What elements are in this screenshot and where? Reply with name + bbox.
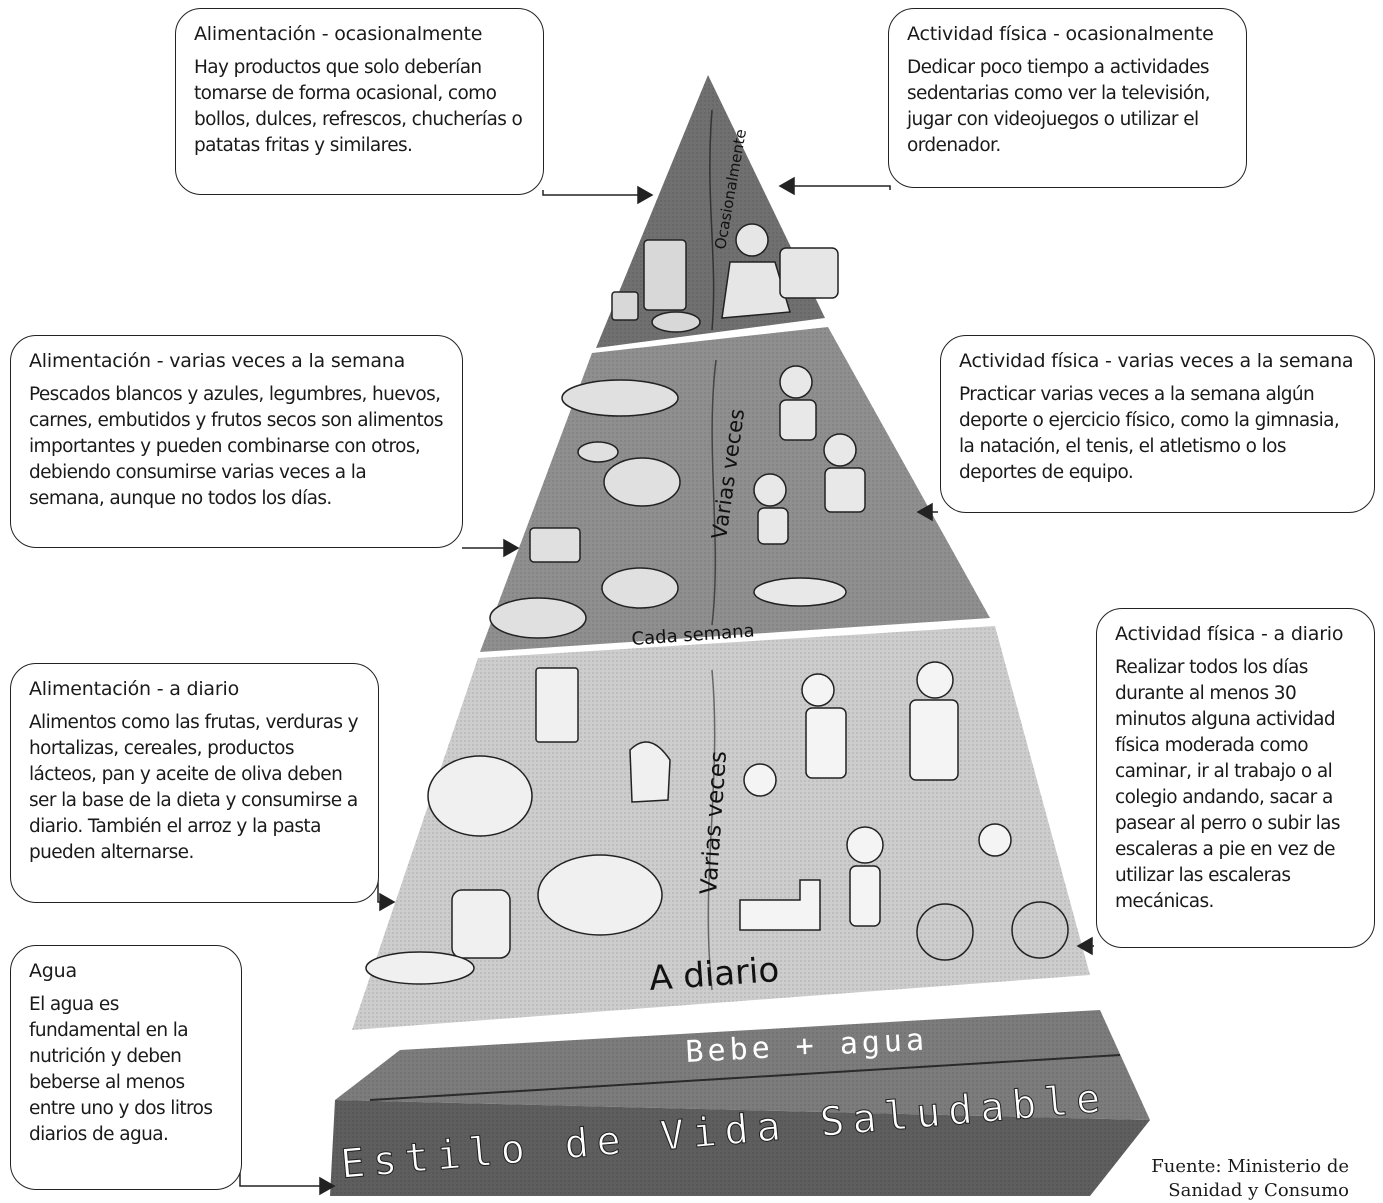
middle-tier-divider bbox=[711, 359, 717, 626]
daily-activity-illustration bbox=[739, 661, 1069, 961]
water-box: Agua El agua es fundamental en la nutric… bbox=[10, 945, 242, 1190]
activity-occasional-box: Actividad física - ocasionalmente Dedica… bbox=[888, 8, 1247, 188]
bottom-tier-divider bbox=[707, 669, 716, 991]
food-weekly-title: Alimentación - varias veces a la semana bbox=[29, 350, 406, 372]
activity-daily-box: Actividad física - a diario Realizar tod… bbox=[1096, 608, 1375, 948]
weekly-food-illustration bbox=[489, 379, 681, 639]
activity-daily-title: Actividad física - a diario bbox=[1115, 623, 1344, 645]
activity-occasional-text: Dedicar poco tiempo a actividades sedent… bbox=[907, 57, 1211, 156]
activity-weekly-text: Practicar varias veces a la semana algún… bbox=[959, 384, 1340, 483]
connectors bbox=[239, 176, 1094, 1196]
activity-weekly-box: Actividad física - varias veces a la sem… bbox=[940, 335, 1375, 513]
food-weekly-box: Alimentación - varias veces a la semana … bbox=[10, 335, 463, 548]
food-occasional-text: Hay productos que solo deberían tomarse … bbox=[194, 57, 523, 156]
sedentary-kid-illustration bbox=[721, 223, 839, 319]
food-daily-text: Alimentos como las frutas, verduras y ho… bbox=[29, 712, 359, 863]
food-weekly-text: Pescados blancos y azules, legumbres, hu… bbox=[29, 384, 443, 509]
activity-occasional-title: Actividad física - ocasionalmente bbox=[907, 23, 1214, 45]
food-occasional-box: Alimentación - ocasionalmente Hay produc… bbox=[175, 8, 544, 195]
water-title: Agua bbox=[29, 960, 77, 982]
food-daily-title: Alimentación - a diario bbox=[29, 678, 239, 700]
junk-food-illustration bbox=[611, 239, 701, 333]
daily-food-illustration bbox=[365, 667, 671, 985]
food-daily-box: Alimentación - a diario Alimentos como l… bbox=[10, 663, 379, 903]
weekly-sports-illustration bbox=[753, 365, 866, 607]
food-occasional-title: Alimentación - ocasionalmente bbox=[194, 23, 483, 45]
water-text: El agua es fundamental en la nutrición y… bbox=[29, 994, 213, 1145]
activity-daily-text: Realizar todos los días durante al menos… bbox=[1115, 657, 1341, 912]
bottom-tier-label: A diario bbox=[648, 950, 781, 999]
top-tier-divider bbox=[709, 109, 715, 331]
activity-weekly-title: Actividad física - varias veces a la sem… bbox=[959, 350, 1354, 372]
